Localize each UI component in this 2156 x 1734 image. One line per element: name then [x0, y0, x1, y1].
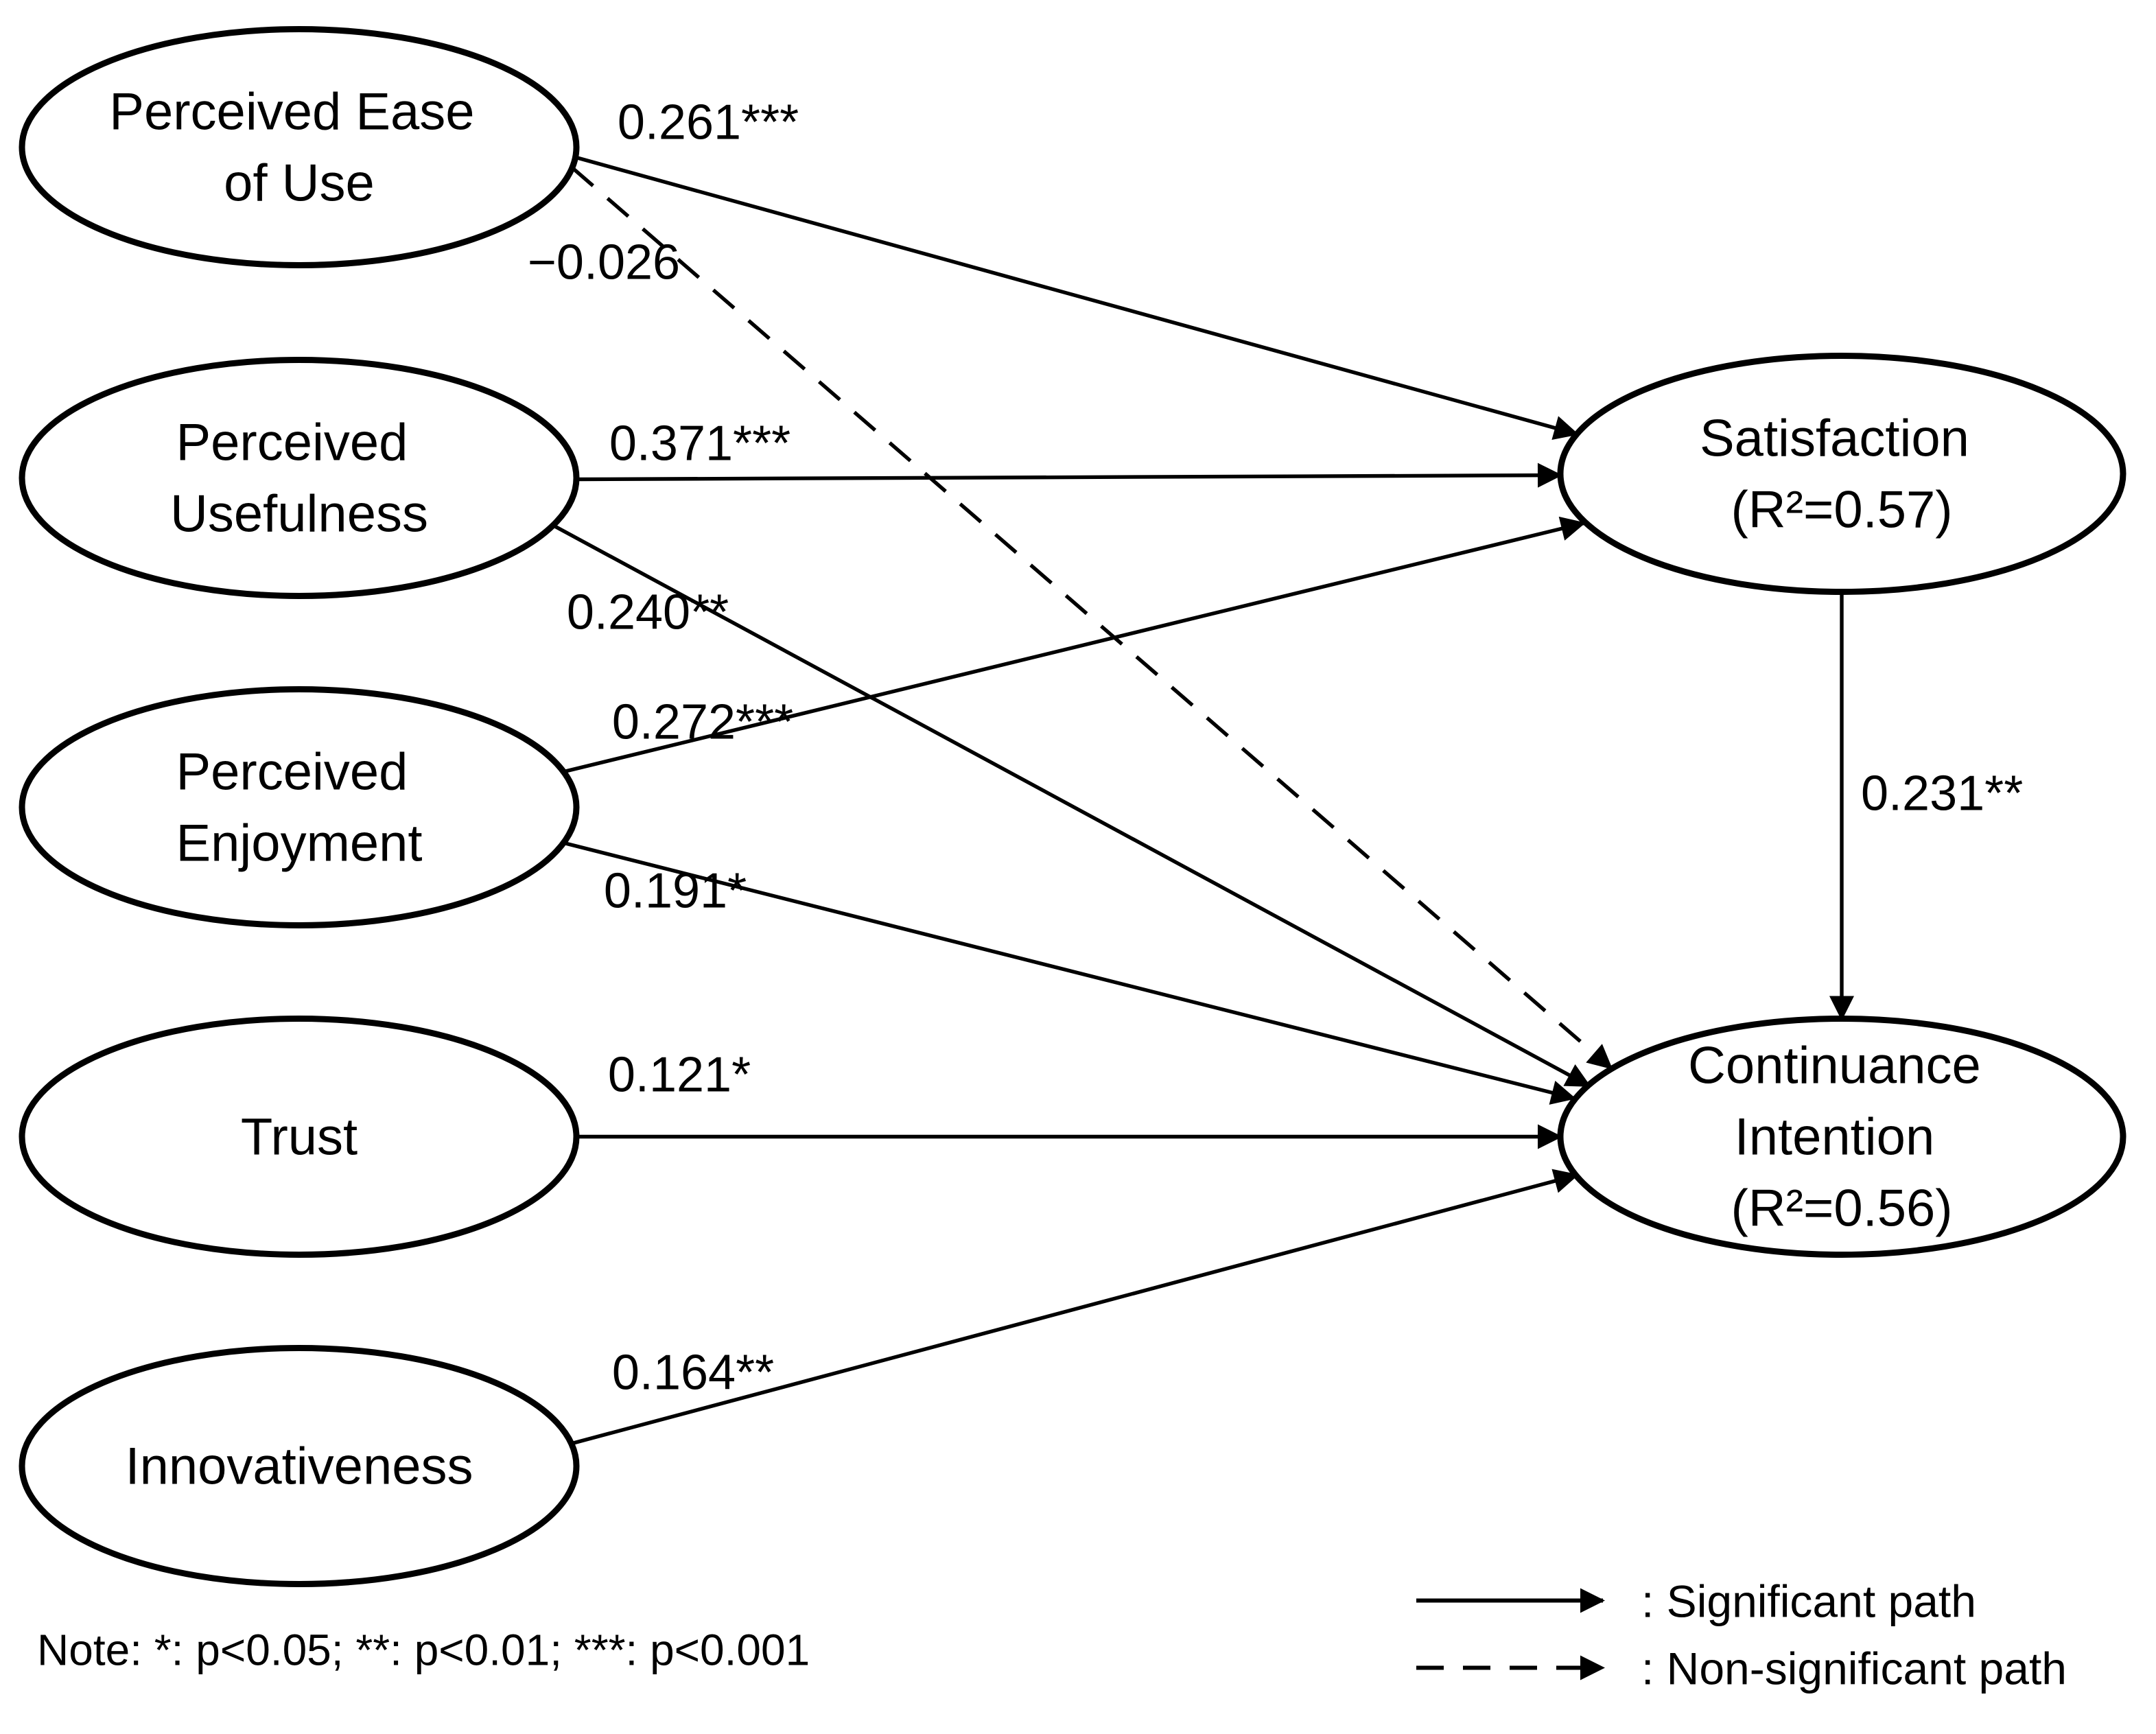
- coefficient-labels: 0.261*** −0.026 0.371*** 0.240** 0.272**…: [528, 95, 2023, 1401]
- path-pe-to-satisfaction: [563, 516, 1586, 774]
- trust-label: Trust: [241, 1108, 358, 1167]
- perceived-usefulness-ellipse: [19, 357, 580, 599]
- coefficient-pu-satisfaction: 0.371***: [609, 417, 790, 471]
- continuance-intention-ellipse: [1557, 1016, 2126, 1258]
- node-trust: Trust: [19, 1016, 580, 1258]
- coefficient-innovativeness-continuance: 0.164**: [612, 1346, 774, 1401]
- coefficient-trust-continuance: 0.121*: [608, 1048, 751, 1103]
- continuance-intention-label: Continuance Intention (R²=0.56): [1688, 1037, 1995, 1238]
- path-pu-to-satisfaction: [576, 462, 1562, 488]
- node-satisfaction: Satisfaction (R²=0.57): [1557, 353, 2126, 595]
- node-innovativeness: Innovativeness: [19, 1345, 580, 1587]
- perceived-enjoyment-ellipse: [19, 686, 580, 928]
- path-peu-to-continuance-dashed: [571, 166, 1613, 1070]
- path-innovativeness-to-continuance: [569, 1169, 1579, 1446]
- coefficient-satisfaction-continuance: 0.231**: [1861, 766, 2023, 821]
- note-text: Note: *: p<0.05; **: p<0.01; ***: p<0.00…: [37, 1626, 810, 1675]
- coefficient-peu-satisfaction: 0.261***: [618, 95, 799, 150]
- path-peu-to-satisfaction: [573, 154, 1579, 441]
- trust-ellipse: [19, 1016, 580, 1258]
- node-perceived-ease-of-use: Perceived Ease of Use: [19, 26, 580, 268]
- perceived-ease-of-use-label: Perceived Ease of Use: [109, 83, 489, 213]
- legend-nonsignificant-label: : Non-significant path: [1641, 1643, 2067, 1694]
- perceived-usefulness-label: Perceived Usefulness: [170, 414, 428, 543]
- coefficient-pu-continuance: 0.240**: [567, 585, 729, 640]
- node-continuance-intention: Continuance Intention (R²=0.56): [1557, 1016, 2126, 1258]
- perceived-enjoyment-label: Perceived Enjoyment: [176, 743, 422, 873]
- edges: [550, 154, 1854, 1446]
- legend-significant-row: : Significant path: [1416, 1576, 1976, 1627]
- legend: : Significant path : Non-significant pat…: [1416, 1576, 2067, 1694]
- coefficient-peu-continuance: −0.026: [528, 235, 680, 290]
- path-pu-to-continuance: [550, 523, 1591, 1088]
- perceived-ease-of-use-ellipse: [19, 26, 580, 268]
- node-perceived-enjoyment: Perceived Enjoyment: [19, 686, 580, 928]
- satisfaction-label: Satisfaction (R²=0.57): [1700, 410, 1984, 539]
- legend-nonsignificant-row: : Non-significant path: [1416, 1643, 2067, 1694]
- coefficient-pe-satisfaction: 0.272***: [612, 695, 793, 750]
- innovativeness-label: Innovativeness: [126, 1438, 473, 1496]
- node-perceived-usefulness: Perceived Usefulness: [19, 357, 580, 599]
- legend-significant-label: : Significant path: [1641, 1576, 1976, 1627]
- satisfaction-ellipse: [1557, 353, 2126, 595]
- coefficient-pe-continuance: 0.191*: [604, 864, 747, 919]
- path-pe-to-continuance: [563, 841, 1576, 1105]
- innovativeness-ellipse: [19, 1345, 580, 1587]
